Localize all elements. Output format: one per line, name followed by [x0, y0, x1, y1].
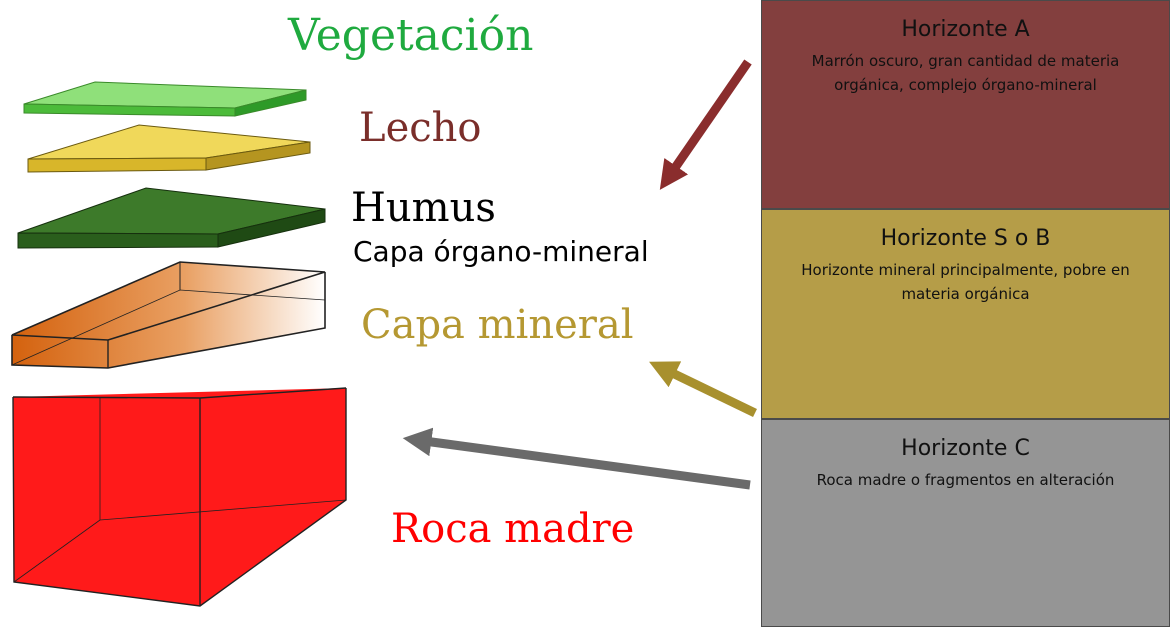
vegetation-slab — [23, 81, 307, 117]
horizon-a-description: Marrón oscuro, gran cantidad de materia … — [811, 52, 1120, 94]
arrow-horizon-a — [659, 59, 752, 190]
bedrock-block — [12, 387, 347, 607]
horizon-c-panel: Horizonte C Roca madre o fragmentos en a… — [761, 419, 1170, 627]
arrow-horizon-b — [649, 361, 757, 418]
horizon-c-title: Horizonte C — [901, 436, 1030, 461]
humus-slab — [17, 187, 326, 249]
horizon-c-description: Roca madre o fragmentos en alteración — [816, 471, 1115, 490]
arrow-horizon-c — [402, 427, 751, 490]
horizon-b-description: Horizonte mineral principalmente, pobre … — [801, 261, 1130, 303]
bedrock-label: Roca madre — [391, 506, 635, 552]
horizon-b-title: Horizonte S o B — [880, 226, 1051, 251]
litter-label: Lecho — [359, 105, 482, 151]
humus-label: Humus — [351, 185, 496, 231]
litter-slab — [27, 124, 311, 173]
mineral-slab — [11, 261, 326, 369]
horizon-a-title: Horizonte A — [901, 17, 1030, 42]
horizon-a-panel: Horizonte A Marrón oscuro, gran cantidad… — [761, 0, 1170, 209]
horizon-b-panel: Horizonte S o B Horizonte mineral princi… — [761, 209, 1170, 419]
vegetation-label: Vegetación — [288, 10, 534, 61]
humus-sublabel: Capa órgano-mineral — [353, 235, 649, 268]
mineral-label: Capa mineral — [361, 302, 634, 348]
